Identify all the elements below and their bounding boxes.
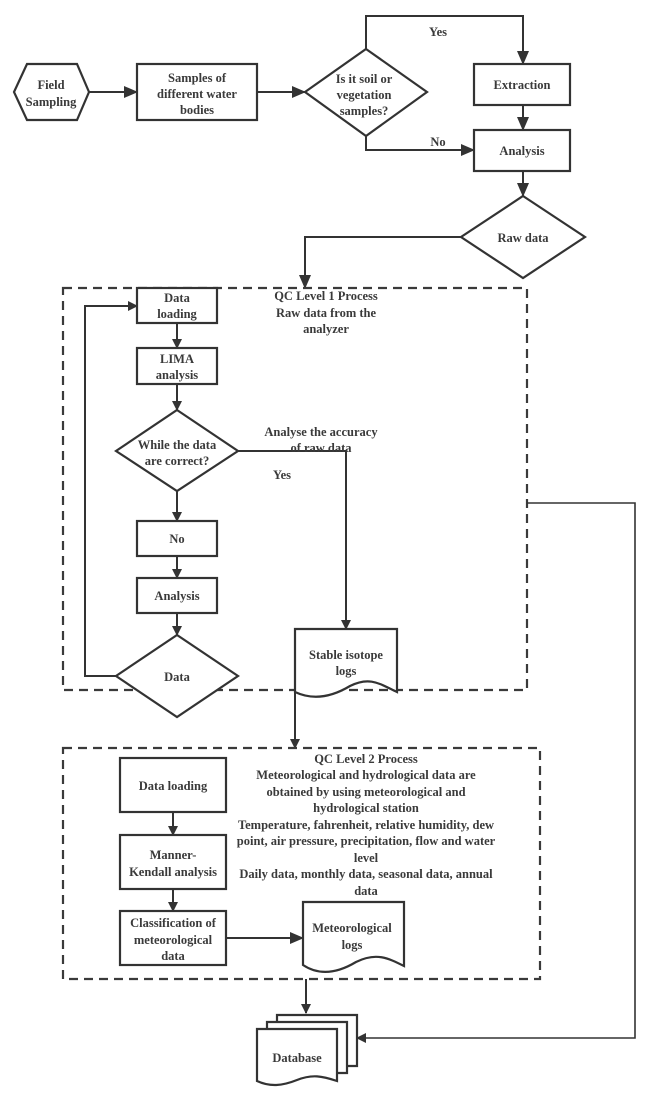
edge-label-yes-top: Yes xyxy=(429,25,447,39)
qc2-desc-line-5: point, air pressure, precipitation, flow… xyxy=(237,834,496,848)
samples-line-1: Samples of xyxy=(168,71,227,85)
qc2-title: QC Level 2 Process xyxy=(314,752,418,766)
edge-label-yes-qc1: Yes xyxy=(273,468,291,482)
lima-line-2: analysis xyxy=(156,368,199,382)
field-sampling-line-2: Sampling xyxy=(26,95,77,109)
qc2-container xyxy=(61,746,542,981)
node-qc1-analysis: Analysis xyxy=(135,576,219,615)
classification-line-2: meteorological xyxy=(134,933,213,947)
no-box-label: No xyxy=(169,532,184,546)
qc2-desc-line-3: hydrological station xyxy=(313,801,419,815)
edge-qc1-to-database xyxy=(356,502,636,1043)
qc2-desc-line-2: obtained by using meteorological and xyxy=(266,785,465,799)
node-qc1-data-loading: Data loading xyxy=(135,286,219,325)
node-samples-water-bodies: Samples of different water bodies xyxy=(135,62,259,122)
node-no-box: No xyxy=(135,519,219,558)
edge-while-yes-to-stable-isotope xyxy=(238,450,351,630)
node-field-sampling: Field Sampling xyxy=(12,62,91,122)
qc2-desc-line-4: Temperature, fahrenheit, relative humidi… xyxy=(238,818,494,832)
qc2-desc-line-8: data xyxy=(354,884,378,898)
node-meteorological-logs: Meteorological logs xyxy=(301,900,406,973)
node-raw-data-decision: Raw data xyxy=(459,194,587,280)
accuracy-note-line-2: of raw data xyxy=(290,441,352,455)
classification-line-1: Classification of xyxy=(130,916,217,930)
qc1-desc-line-2: analyzer xyxy=(303,322,349,336)
accuracy-note-line-1: Analyse the accuracy xyxy=(264,425,378,439)
edge-label-no-top: No xyxy=(430,135,445,149)
mk-line-2: Kendall analysis xyxy=(129,865,217,879)
qc2-desc-line-7: Daily data, monthly data, seasonal data,… xyxy=(239,867,493,881)
edge-data-loop-to-loading xyxy=(84,301,138,677)
analysis-top-label: Analysis xyxy=(499,144,544,158)
node-soil-vegetation-decision: Is it soil or vegetation samples? xyxy=(303,47,429,138)
node-lima-analysis: LIMA analysis xyxy=(135,346,219,386)
database-label: Database xyxy=(272,1051,322,1065)
field-sampling-line-1: Field xyxy=(37,78,64,92)
node-stable-isotope-logs: Stable isotope logs xyxy=(293,627,399,698)
edge-decision-no-to-analysis xyxy=(365,136,475,156)
edge-rawdata-to-qc1 xyxy=(299,236,461,289)
node-data-decision: Data xyxy=(114,633,240,719)
extraction-label: Extraction xyxy=(494,78,551,92)
qc1-loading-line-2: loading xyxy=(157,307,197,321)
soil-decision-line-2: vegetation xyxy=(337,88,392,102)
qc2-desc-line-1: Meteorological and hydrological data are xyxy=(256,768,476,782)
qc2-desc-line-6: level xyxy=(354,851,379,865)
node-mann-kendall: Manner- Kendall analysis xyxy=(118,833,228,891)
met-logs-line-2: logs xyxy=(342,938,363,952)
soil-decision-line-1: Is it soil or xyxy=(336,72,393,86)
qc1-desc-line-1: Raw data from the xyxy=(276,306,377,320)
raw-data-label: Raw data xyxy=(497,231,549,245)
qc1-header: QC Level 1 Process Raw data from the ana… xyxy=(274,289,378,336)
node-extraction: Extraction xyxy=(472,62,572,107)
samples-line-2: different water xyxy=(157,87,237,101)
mk-line-1: Manner- xyxy=(150,848,197,862)
node-while-correct-decision: While the data are correct? xyxy=(114,408,240,493)
samples-line-3: bodies xyxy=(180,103,214,117)
node-classification: Classification of meteorological data xyxy=(118,909,228,967)
data-decision-label: Data xyxy=(164,670,190,684)
edge-decision-yes-to-extraction xyxy=(365,15,529,65)
qc1-accuracy-note: Analyse the accuracy of raw data xyxy=(264,425,378,455)
qc1-analysis-label: Analysis xyxy=(154,589,199,603)
met-logs-line-1: Meteorological xyxy=(312,921,392,935)
qc2-loading-label: Data loading xyxy=(139,779,208,793)
qc1-title: QC Level 1 Process xyxy=(274,289,378,303)
node-analysis-top: Analysis xyxy=(472,128,572,173)
node-database: Database xyxy=(255,1013,359,1087)
soil-decision-line-3: samples? xyxy=(340,104,389,118)
stable-isotope-line-2: logs xyxy=(336,664,357,678)
qc1-loading-line-1: Data xyxy=(164,291,190,305)
lima-line-1: LIMA xyxy=(160,352,194,366)
while-decision-line-1: While the data xyxy=(138,438,217,452)
classification-line-3: data xyxy=(161,949,185,963)
qc2-description: QC Level 2 Process Meteorological and hy… xyxy=(237,752,496,898)
while-decision-line-2: are correct? xyxy=(145,454,209,468)
stable-isotope-line-1: Stable isotope xyxy=(309,648,383,662)
node-qc2-data-loading: Data loading xyxy=(118,756,228,814)
